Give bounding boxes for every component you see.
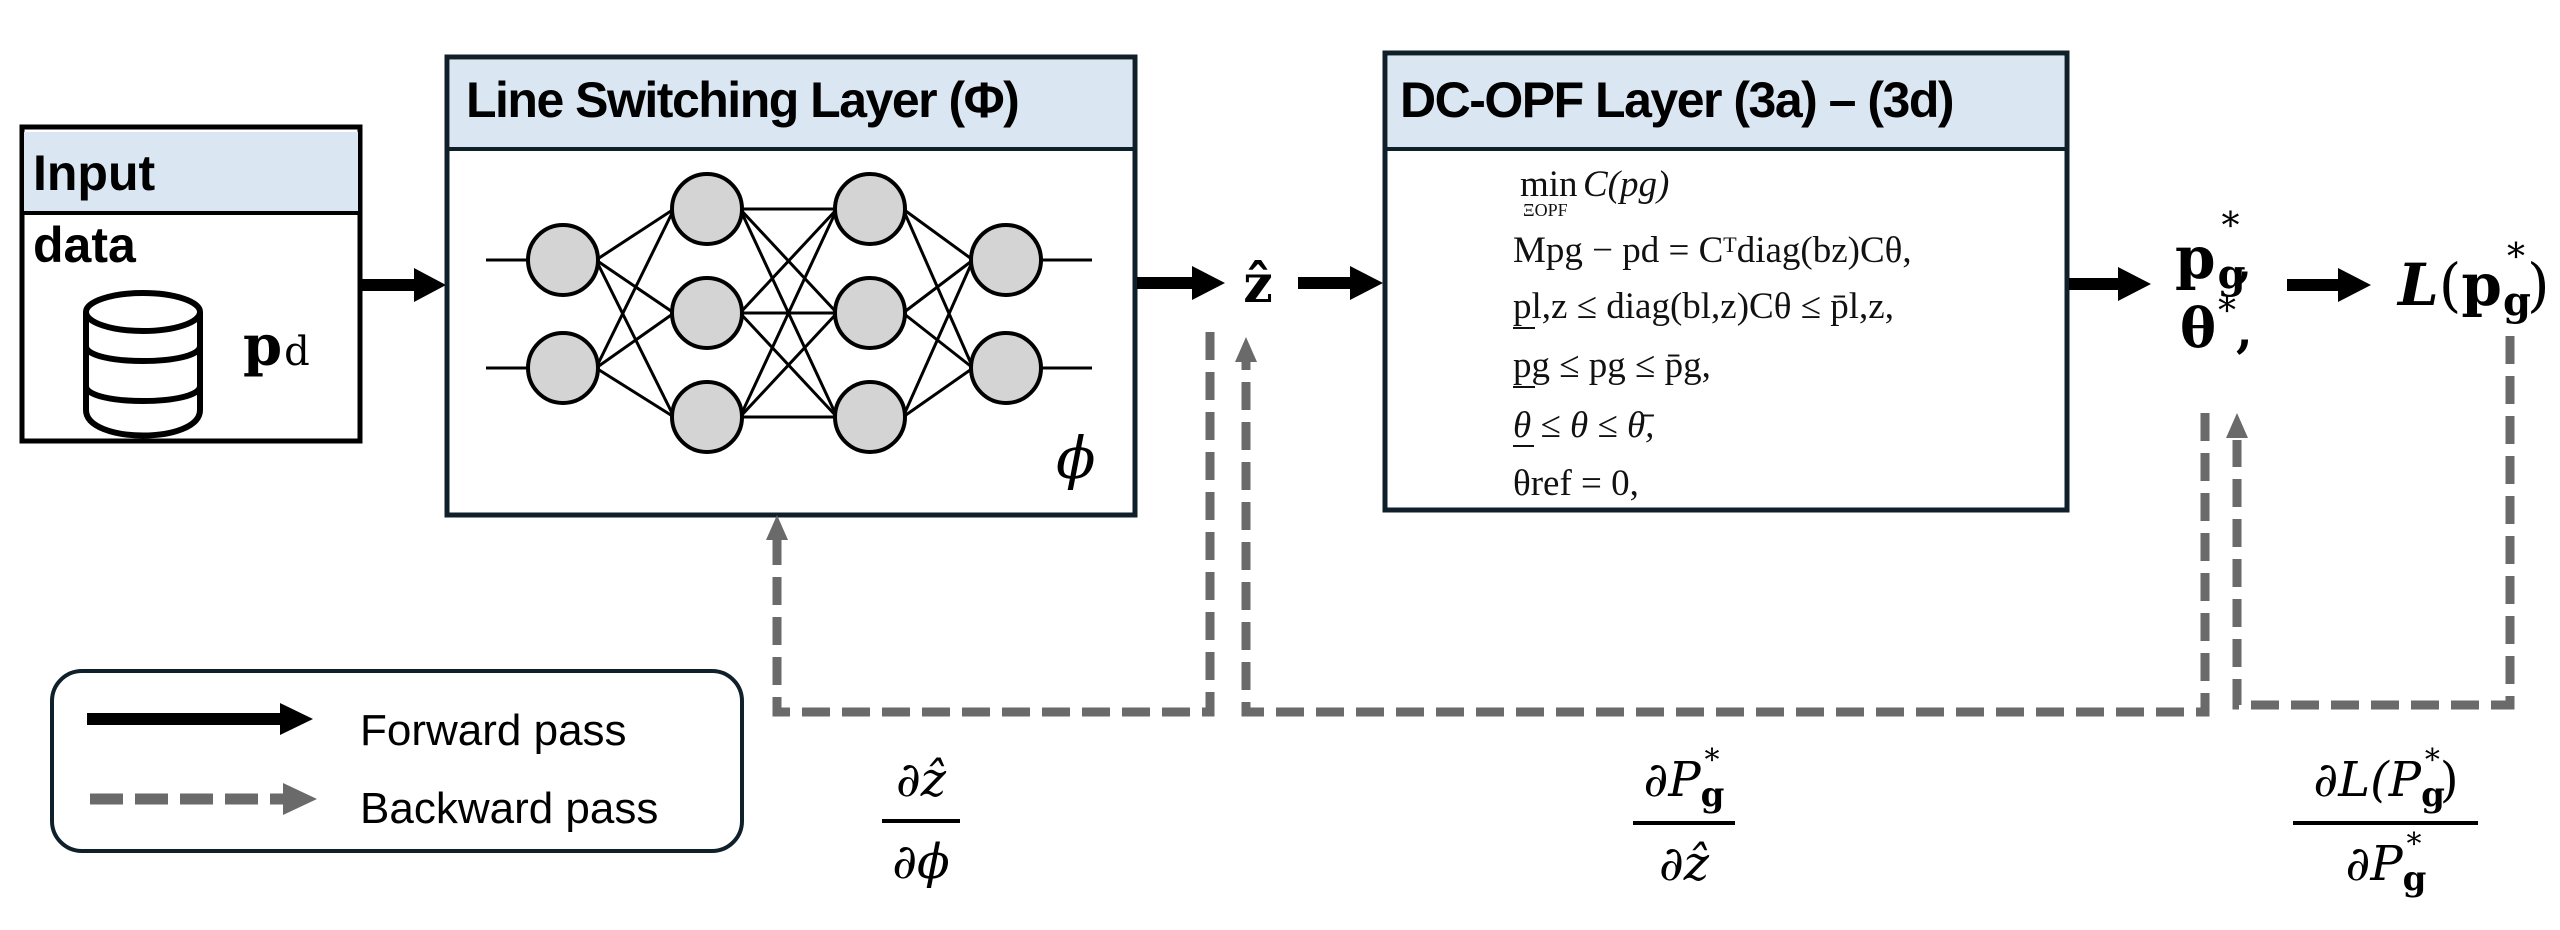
equation-line-flow-limits: pl,z ≤ diag(bl,z)Cθ ≤ p̄l,z, (1513, 286, 1894, 327)
forward-arrow-input-to-ls (362, 268, 446, 302)
ls-param-phi: ϕ (1056, 424, 1096, 492)
equation-objective: min ΞOPF C(pg) (1520, 164, 1669, 220)
svg-text:C(pg): C(pg) (1583, 164, 1669, 205)
nn-node (833, 276, 907, 350)
nn-edge (595, 366, 675, 419)
line-switching-layer-box: Line Switching Layer (Φ) ϕ (444, 54, 1138, 518)
svg-text:min: min (1520, 164, 1578, 205)
svg-text:ΞOPF: ΞOPF (1523, 200, 1568, 220)
database-icon (83, 290, 203, 439)
nn-node (969, 223, 1043, 297)
nn-node (670, 172, 744, 246)
legend-backward-label: Backward pass (360, 784, 658, 833)
nn-edge (902, 207, 974, 262)
gradient-dz-dphi: ∂ẑ ∂ϕ (882, 752, 960, 890)
forward-arrow-zhat-to-opf (1298, 266, 1383, 300)
output-pg-star: pg*, (2175, 206, 2251, 298)
output-theta-star: θ*, (2180, 291, 2253, 360)
nn-edge (738, 311, 839, 419)
backward-path-loss-to-pg (2232, 336, 2515, 710)
input-variable-pd: pd (243, 313, 310, 379)
backward-arrowhead-pg (2226, 413, 2248, 438)
gradient-numerator: ∂ẑ (896, 752, 947, 808)
input-box-header (24, 132, 358, 213)
nn-node (526, 331, 600, 405)
dc-opf-layer-box: DC-OPF Layer (3a) – (3d) min ΞOPF C(pg) … (1382, 50, 2070, 513)
z-hat-label: ẑ (1243, 254, 1273, 315)
nn-node (833, 172, 907, 246)
legend-backward-arrow-icon (90, 783, 317, 815)
legend: Forward pass Backward pass (50, 669, 744, 853)
equation-generation-limits: pg ≤ pg ≤ p̄g, (1513, 345, 1711, 386)
forward-arrow-ls-to-zhat (1137, 266, 1225, 300)
nn-edge (901, 259, 975, 418)
ls-box-header (450, 60, 1132, 148)
input-box-title: Input (33, 145, 156, 201)
backward-arrowhead-zhat (1235, 337, 1257, 362)
neural-network-icon (486, 172, 1092, 454)
backward-path-pg-to-zhat (1241, 362, 2210, 717)
nn-node (670, 276, 744, 350)
equation-angle-limits: θ ≤ θ ≤ θ̄, (1513, 405, 1655, 446)
equation-reference-angle: θref = 0, (1513, 463, 1639, 504)
gradient-numerator: ∂Pg* (1644, 743, 1725, 815)
nn-edge (902, 258, 974, 315)
equation-power-balance: Mpg − pd = Cᵀdiag(bz)Cθ, (1513, 230, 1912, 271)
nn-edge (595, 311, 675, 370)
nn-node (670, 380, 744, 454)
nn-edge (594, 208, 676, 369)
opf-equations: min ΞOPF C(pg) Mpg − pd = Cᵀdiag(bz)Cθ, … (1513, 164, 1912, 504)
gradient-denominator: ∂Pg* (2346, 827, 2427, 899)
forward-arrow-opf-to-outputs (2069, 267, 2151, 301)
input-data-box: Input data pd (19, 124, 363, 444)
backward-path-zhat-to-ls (772, 332, 1215, 717)
gradient-denominator: ∂ẑ (1659, 836, 1710, 892)
gradient-denominator: ∂ϕ (892, 834, 950, 890)
legend-forward-label: Forward pass (360, 706, 627, 755)
gradient-dl-dp: ∂L(Pg*) ∂Pg* (2293, 743, 2478, 899)
opf-box-header (1388, 56, 2064, 148)
ls-box-title: Line Switching Layer (Φ) (466, 72, 1018, 128)
nn-edge (738, 207, 839, 315)
nn-edge (594, 259, 676, 418)
nn-node (833, 380, 907, 454)
nn-edge (902, 366, 974, 419)
nn-node (969, 331, 1043, 405)
backward-arrowhead-ls (766, 515, 788, 540)
input-box-subtitle: data (33, 217, 137, 273)
nn-edge (738, 208, 839, 418)
forward-arrow-outputs-to-loss (2287, 268, 2371, 302)
nn-edge (901, 208, 975, 369)
gradient-dp-dz: ∂Pg* ∂ẑ (1633, 743, 1735, 892)
gradient-numerator: ∂L(Pg*) (2313, 743, 2458, 815)
nn-edge (595, 207, 675, 262)
loss-function-label: L(pg*) (2396, 237, 2550, 325)
backward-paths (772, 332, 2515, 717)
opf-box-title: DC-OPF Layer (3a) – (3d) (1400, 72, 1953, 128)
legend-forward-arrow-icon (87, 703, 313, 735)
nn-node (526, 223, 600, 297)
